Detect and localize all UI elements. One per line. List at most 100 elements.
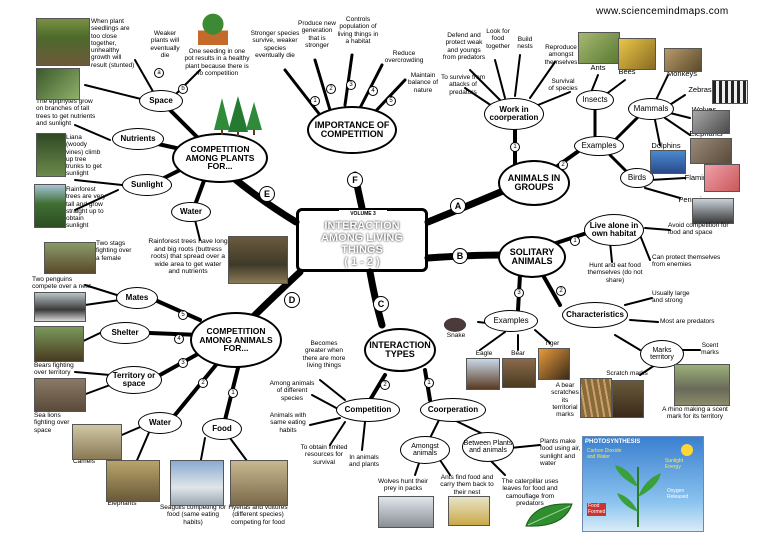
protect-themselves-text: Can protect themselves from enemies [652, 254, 721, 269]
bear-scratching-image [612, 380, 644, 418]
importance-num-4: 4 [368, 86, 378, 96]
plants-competition-node[interactable]: COMPETITION AMONG PLANTS FOR... [172, 133, 268, 183]
camels-label: Camels [72, 458, 96, 465]
ants-image-group [578, 32, 620, 64]
ants-label: Ants [590, 63, 606, 72]
scent-marks-text: Scent marks [701, 342, 719, 357]
seedlings-text: When plant seedlings are too close toget… [91, 18, 135, 69]
central-title: INTERACTION AMONG LIVING THINGS ( 1 - 2 … [321, 220, 403, 268]
sunlight-node[interactable]: Sunlight [122, 174, 172, 196]
hyenas-text: Hyenas and vultures (different species) … [228, 504, 288, 526]
between-plants-animals-node[interactable]: Between Plants and animals [462, 432, 514, 462]
space-node[interactable]: Space [139, 90, 183, 112]
usually-large-text: Usually large and strong [652, 290, 690, 305]
look-food-text: Look for food together [486, 28, 510, 50]
cooperation-node[interactable]: Coorperation [420, 398, 486, 422]
importance-num-1: 1 [310, 96, 320, 106]
groups-num-1: 1 [510, 142, 520, 152]
shelter-node[interactable]: Shelter [100, 322, 150, 344]
monkeys-image [664, 48, 702, 72]
branch-letter-b: B [452, 248, 468, 264]
mates-node[interactable]: Mates [116, 287, 158, 309]
seagulls-image [170, 460, 224, 506]
types-num-1: 1 [424, 378, 434, 388]
solitary-num-2: 2 [556, 286, 566, 296]
animals-num-4: 4 [174, 334, 184, 344]
work-cooperation-node[interactable]: Work in coorperation [484, 98, 544, 130]
bear-label: Bear [511, 350, 525, 357]
insects-node[interactable]: Insects [576, 90, 614, 110]
sealions-image [34, 378, 86, 412]
elephants-image [106, 460, 160, 502]
eagle-image [466, 358, 500, 390]
animals-num-1: 1 [228, 388, 238, 398]
branch-letter-c: C [373, 296, 389, 312]
solitary-animals-node[interactable]: SOLITARY ANIMALS [498, 236, 566, 278]
rhino-image [674, 364, 730, 406]
survival-species-text: Survival of species [548, 78, 578, 93]
eagle-label: Eagle [475, 350, 493, 357]
competition-node[interactable]: Competition [336, 398, 400, 422]
solitary-examples-node[interactable]: Examples [484, 310, 538, 332]
groups-examples-node[interactable]: Examples [574, 136, 624, 156]
sealions-text: Sea lions fighting over space [34, 412, 70, 434]
monkeys-label: Monkeys [666, 69, 697, 78]
sun-icon [681, 444, 693, 456]
importance-point-4: Reduce overcrowding [384, 50, 424, 65]
dolphins-image [650, 150, 686, 174]
pine-trees-icon [214, 96, 262, 136]
rhino-scent-text: A rhino making a scent mark for its terr… [662, 406, 728, 421]
plants-num-1: a [154, 68, 164, 78]
camels-image [72, 424, 122, 460]
mammals-node[interactable]: Mammals [628, 98, 674, 120]
birds-node[interactable]: Birds [620, 168, 654, 188]
bear-scratch-text: A bear scratches its territorial marks [551, 382, 579, 419]
scratch-marks-text: Scratch marks [606, 370, 648, 377]
importance-num-2: 2 [326, 84, 336, 94]
importance-point-1: Stronger species survive, weaker species… [250, 30, 300, 59]
bees-label: Bees [618, 67, 636, 76]
zebras-image [712, 80, 748, 104]
stags-image [44, 242, 96, 274]
wolves-group-image [692, 110, 730, 134]
plant-pot-image [198, 13, 228, 45]
nutrients-node[interactable]: Nutrients [112, 128, 164, 150]
animals-competition-node[interactable]: COMPETITION AMONG ANIMALS FOR... [190, 312, 282, 368]
importance-node[interactable]: IMPORTANCE OF COMPETITION [307, 106, 397, 154]
amongst-animals-node[interactable]: Amongst animals [400, 436, 450, 464]
tiger-label: Tiger [544, 340, 560, 347]
animals-num-2: 2 [198, 378, 208, 388]
among-animals-text: Among animals of different species [269, 380, 315, 402]
solitary-num-3: 3 [514, 288, 524, 298]
bear-image [502, 358, 536, 388]
penguins-group-image [692, 198, 734, 224]
epiphytes-text: The epiphytes grow on branches of tall t… [36, 98, 96, 127]
food-node[interactable]: Food [202, 418, 242, 440]
territory-node[interactable]: Territory or space [106, 366, 162, 394]
avoid-competition-text: Avoid competition for food and space [668, 222, 729, 237]
bears-territory-text: Bears fighting over territory [34, 362, 74, 377]
plant-icon [615, 465, 661, 527]
website-url[interactable]: www.sciencemindmaps.com [596, 6, 729, 17]
epiphytes-image [36, 68, 80, 100]
branch-letter-d: D [284, 292, 300, 308]
importance-num-3: 3 [346, 80, 356, 90]
groups-num-2: 2 [558, 160, 568, 170]
animals-water-node[interactable]: Water [138, 412, 182, 434]
penguins-image [34, 292, 86, 322]
characteristics-node[interactable]: Characteristics [562, 302, 628, 328]
marks-territory-node[interactable]: Marks territory [640, 340, 684, 368]
live-alone-node[interactable]: Live alone in own habitat [584, 214, 644, 246]
limited-resources-text: To obtain limited resources for survival [300, 444, 348, 466]
plants-water-node[interactable]: Water [171, 202, 211, 222]
photosynthesis-title: PHOTOSYNTHESIS [585, 439, 641, 445]
plants-num-2: b [178, 84, 188, 94]
bees-image [618, 38, 656, 70]
branch-letter-a: A [450, 198, 466, 214]
interaction-types-node[interactable]: INTERACTION TYPES [364, 328, 436, 372]
zebras-label: Zebras [688, 85, 712, 94]
animals-num-5: 5 [178, 310, 188, 320]
